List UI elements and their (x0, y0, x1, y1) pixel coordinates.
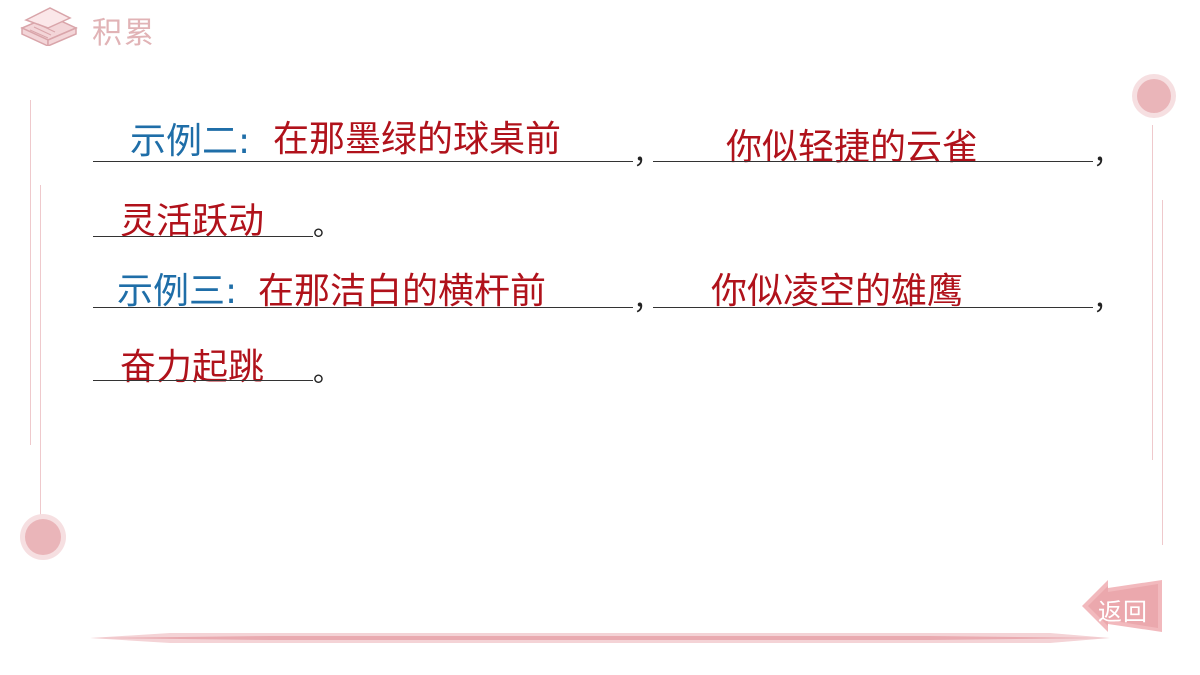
example-label: 示例三: (117, 271, 238, 312)
frame-line-left-inner (40, 185, 41, 515)
blank-line (93, 380, 313, 381)
comma: ， (633, 137, 662, 170)
blank-line (93, 161, 633, 162)
return-label: 返回 (1098, 598, 1148, 626)
comma: ， (1093, 137, 1122, 170)
section-title: 积累 (92, 16, 156, 51)
comma: ， (1093, 283, 1122, 316)
return-button[interactable]: 返回 (1080, 578, 1164, 634)
blank-line (93, 307, 633, 308)
frame-line-left-outer (30, 100, 31, 445)
answer-blank-3: 灵活跃动 (120, 201, 265, 242)
example-label: 示例二: (130, 121, 251, 162)
bottom-decorative-bar (90, 633, 1110, 643)
left-arrow-icon (1082, 580, 1162, 632)
answer-blank-2: 你似轻捷的云雀 (726, 127, 979, 168)
decorative-circle-right (1137, 79, 1171, 113)
blank-line (653, 161, 1093, 162)
answer-blank-3: 奋力起跳 (120, 347, 265, 388)
period: 。 (313, 355, 342, 388)
answer-blank-1: 在那洁白的横杆前 (258, 271, 547, 312)
period: 。 (313, 209, 342, 242)
decorative-circle-left (25, 519, 61, 555)
frame-line-right-outer (1152, 125, 1153, 460)
answer-blank-1: 在那墨绿的球桌前 (273, 119, 562, 160)
blank-line (653, 307, 1093, 308)
answer-blank-2: 你似凌空的雄鹰 (711, 271, 964, 312)
blank-line (93, 236, 313, 237)
comma: ， (633, 283, 662, 316)
frame-line-right-inner (1162, 200, 1163, 545)
book-icon (20, 7, 78, 46)
